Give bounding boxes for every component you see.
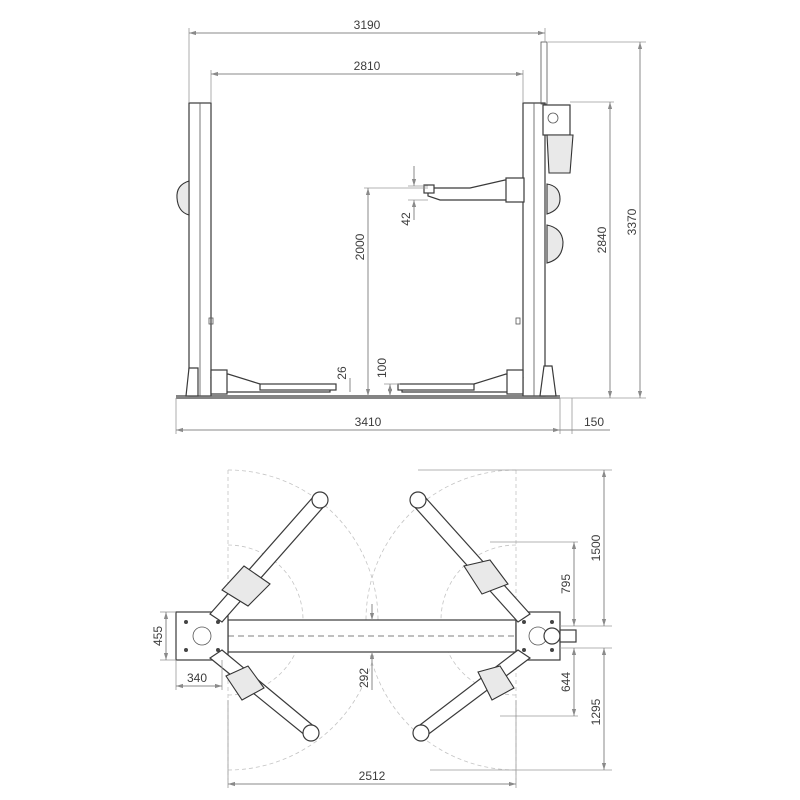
lowered-arms [210,369,524,395]
dim-top-arm-reach: 1500 [589,534,603,561]
left-motor-cover [176,180,190,216]
dim-front-min-pad: 100 [375,358,389,378]
control-box [542,104,571,136]
dim-front-inner-width: 2810 [354,59,381,73]
dim-top-column-width: 340 [187,671,207,685]
dim-top-column-depth: 455 [151,626,165,646]
dim-front-lift-height: 2000 [353,233,367,260]
dim-front-low-height: 26 [335,366,349,380]
dim-top-between-columns: 2512 [359,769,386,783]
dim-top-arm-short: 795 [559,574,573,594]
power-unit-top [543,627,561,645]
top-view: 1500 795 644 1295 455 340 292 2512 [151,469,612,788]
dim-top-rear-short: 644 [559,672,573,692]
dim-top-base-width: 292 [357,668,371,688]
motor-cover [546,224,564,264]
dim-top-rear-reach: 1295 [589,698,603,725]
right-column [515,41,574,397]
left-column [176,102,214,397]
dim-front-total-width: 3190 [354,18,381,32]
dim-front-column-height: 2840 [595,226,609,253]
dim-front-base-width: 3410 [355,415,382,429]
dim-front-side-offset: 150 [584,415,604,429]
dim-front-arm-height: 42 [399,212,413,226]
right-column-top [515,611,577,661]
hydraulic-tank [546,134,574,174]
dim-front-overall-height: 3370 [625,208,639,235]
front-view: 3190 2810 3410 150 3370 2840 2000 [175,18,646,434]
top-post [540,41,548,105]
lift-arms-top [208,491,532,742]
upper-cover [546,183,561,215]
raised-arm [423,177,525,203]
base-beam [227,619,517,653]
